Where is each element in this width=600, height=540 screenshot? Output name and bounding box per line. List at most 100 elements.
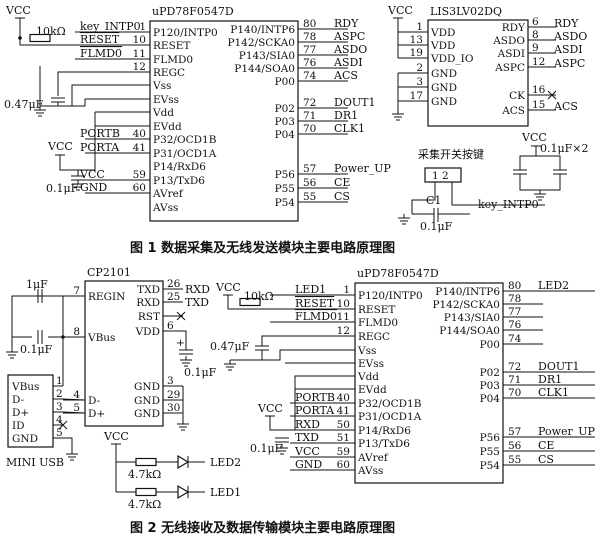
- fig1-mcu-left-pin-name: P13/TxD6: [153, 175, 205, 187]
- fig2-usb-right-pin-name: TXD: [137, 284, 160, 296]
- wire: [62, 398, 86, 401]
- fig2-usb-right-pin-num: 29: [167, 389, 180, 401]
- fig1-mcu-left-net: GND: [80, 181, 107, 194]
- fig2-mcu-right-pin-name: P03: [480, 380, 500, 392]
- fig1-accel-left-pin-name: GND: [431, 96, 457, 108]
- fig2-mcu-right-pin-num: 77: [508, 306, 521, 318]
- fig1-mcu-name: uPD78F0547D: [152, 5, 234, 18]
- fig1-mcu-left-pin-name: RESET: [153, 40, 190, 52]
- fig2-mini-usb-pin-name: D+: [12, 407, 29, 419]
- fig1-c-vdd-label: 0.1μF: [46, 182, 79, 195]
- fig2-usb-right-net: TXD: [185, 296, 209, 309]
- fig2-mini-usb-pin-num: 1: [56, 375, 63, 387]
- fig1-accel-right-net: ACS: [553, 100, 578, 113]
- fig1-gnd-bus: [40, 99, 86, 107]
- fig2-usb-left-pin-name: D+: [88, 408, 105, 420]
- fig2-mcu-right-pin-num: 72: [508, 361, 521, 373]
- fig2-mcu-right-pin-name: P140/INTP6: [435, 286, 500, 298]
- fig1-mcu-left-pin-name: Vdd: [152, 107, 174, 119]
- fig1-accel-name: LIS3LV02DQ: [430, 5, 502, 18]
- fig1-mcu-right-net: ACS: [333, 69, 358, 82]
- fig2-mini-usb-label: MINI USB: [6, 456, 64, 469]
- fig1-mcu-right-pin-name: P140/INTP6: [230, 24, 295, 36]
- fig2-mcu-left-pin-name: P31/OCD1A: [358, 411, 422, 423]
- fig2-usb-left-pin-num: 4: [73, 389, 80, 401]
- fig1-vcc-label: VCC: [5, 4, 31, 17]
- fig1-mcu-right-net: CE: [334, 176, 350, 189]
- wire: [78, 126, 96, 171]
- fig1-accel-right-pin-num: 6: [532, 16, 539, 28]
- fig1-accel-right-net: RDY: [554, 17, 579, 30]
- fig1-mcu-left-pin-num: 40: [133, 128, 146, 140]
- fig2-mcu-left-pin-name: Vdd: [357, 371, 379, 383]
- fig1-accel-right-pin-name: ACS: [501, 105, 525, 117]
- fig2-mcu-right-pin-num: 78: [508, 293, 521, 305]
- fig2-usb-right-pin-name: RXD: [136, 297, 160, 309]
- wiring-layer: [6, 17, 595, 498]
- wire: [261, 335, 355, 346]
- fig1-mcu-left-pin-name: REGC: [153, 67, 185, 79]
- labels-layer: uPD78F0547DP120/INTP01key_INTP0RESET10RE…: [4, 4, 596, 511]
- fig1-mcu-left-pin-num: 59: [133, 169, 146, 181]
- wire: [11, 295, 63, 348]
- fig2-r-key-label: 10kΩ: [244, 290, 274, 303]
- fig1-mcu-right-pin-name: P56: [275, 169, 296, 181]
- fig1-mcu-left-pin-name: Vss: [152, 80, 171, 92]
- components-layer: [7, 19, 529, 500]
- fig2-mcu-right-net: Power_UP: [538, 425, 596, 438]
- fig1-mcu-left-pin-name: P14/RxD6: [153, 161, 206, 173]
- wire: [519, 146, 537, 170]
- fig1-mcu-left-pin-num: 60: [133, 182, 146, 194]
- fig2-mcu-right-pin-num: 76: [508, 319, 522, 331]
- fig2-mcu-name: uPD78F0547D: [357, 267, 439, 280]
- fig2-mcu-left-pin-num: 12: [337, 325, 350, 337]
- fig2-mcu-left-pin-num: 50: [337, 419, 350, 431]
- fig1-accel-left-pin-name: VDD_IO: [430, 53, 474, 65]
- fig1-accel-right-pin-name: ASDO: [492, 35, 525, 47]
- fig1-mcu-right-pin-num: 76: [303, 57, 317, 69]
- fig2-mini-usb-pin-num: 3: [56, 401, 63, 413]
- fig1-accel-right-pin-name: ASDI: [497, 48, 525, 60]
- fig1-mcu-body: [149, 20, 299, 222]
- junction-dot: [18, 36, 22, 40]
- fig1-mcu-left-pin-name: AVss: [152, 202, 178, 214]
- fig1-mcu-left-pin-num: 1: [139, 21, 146, 33]
- led-diode: [177, 454, 190, 470]
- fig2-usb-left-pin-num: 5: [73, 402, 80, 414]
- fig2-mini-usb-pin-num: 4: [56, 414, 63, 426]
- fig2-mcu-right-pin-name: P144/SOA0: [439, 325, 500, 337]
- fig2-mcu-left-net: RXD: [295, 418, 320, 431]
- fig1-mcu-left-net: VCC: [79, 168, 105, 181]
- fig1-mcu-right-net: CLK1: [334, 122, 365, 135]
- fig1-evdd-wire: [94, 112, 150, 127]
- fig1-accel-right-pin-num: 15: [532, 99, 545, 111]
- fig1-mcu-left-net: FLMD0: [80, 47, 122, 60]
- fig2-led-vcc-label: VCC: [103, 430, 129, 443]
- fig1-mcu-left-net: RESET: [80, 33, 120, 46]
- fig2-mini-usb-pin-num: 5: [56, 427, 63, 439]
- fig2-mcu-left-pin-name: P32/OCD1B: [358, 398, 422, 410]
- fig2-mcu-left-pin-name: P120/INTP0: [358, 290, 423, 302]
- led-diode: [177, 484, 190, 500]
- fig1-accel-right-pin-num: 12: [532, 56, 545, 68]
- fig2-mcu-body: [354, 282, 504, 484]
- fig1-mcu-left-net: key_INTP0: [80, 20, 141, 33]
- fig2-mini-usb-pin-name: GND: [12, 433, 38, 445]
- fig1-accel-right-pin-num: 8: [532, 29, 539, 41]
- fig2-mcu-right-pin-name: P02: [480, 367, 500, 379]
- fig1-mcu-right-pin-num: 55: [303, 191, 316, 203]
- wire: [294, 375, 355, 390]
- fig2-mcu-right-net: CS: [538, 453, 554, 466]
- fig1-c1-val: 0.1μF: [420, 220, 453, 233]
- fig1-mcu-left-pin-num: 12: [133, 61, 146, 73]
- fig1-mcu-right-pin-name: P54: [275, 197, 296, 209]
- fig1-accel-body: [427, 19, 529, 127]
- fig1-mcu-left-pin-name: AVref: [152, 188, 184, 200]
- wire: [282, 389, 296, 431]
- fig2-mcu-left-pin-name: REGC: [358, 331, 390, 343]
- figure-2-caption: 图 2 无线接收及数据传输模块主要电路原理图: [130, 520, 395, 536]
- fig2-mcu-right-pin-name: P00: [480, 339, 500, 351]
- fig2-mcu-right-pin-num: 57: [508, 426, 521, 438]
- fig2-c-vbus-label: 0.1μF: [20, 343, 53, 356]
